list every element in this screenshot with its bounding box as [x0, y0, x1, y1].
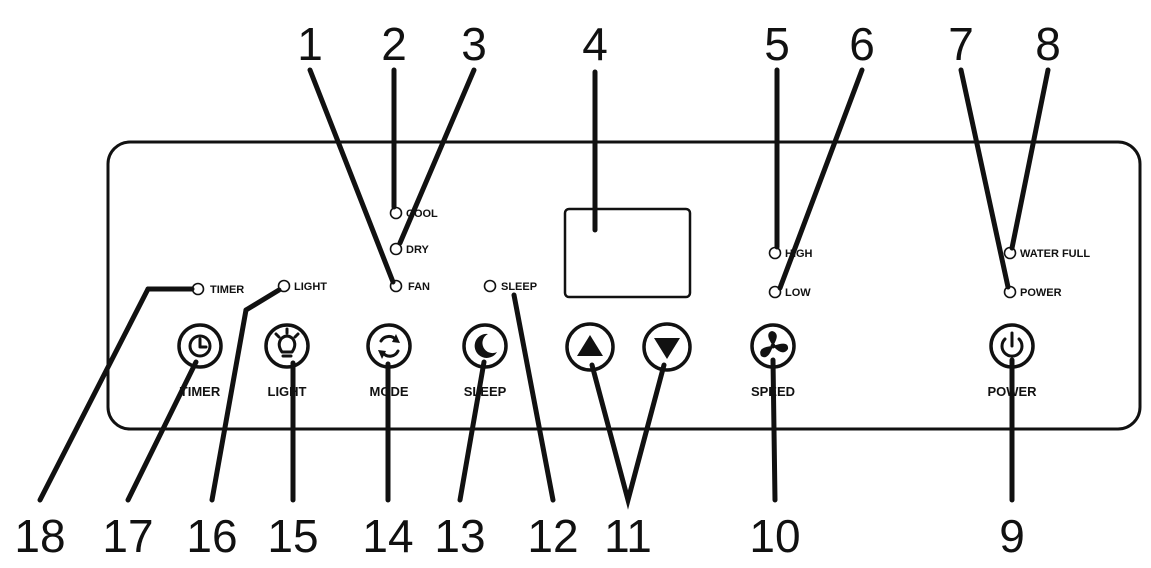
light-button-label: LIGHT — [268, 384, 307, 399]
sleep-led — [483, 279, 497, 293]
callout-17: 17 — [102, 510, 153, 562]
callout-13: 13 — [434, 510, 485, 562]
moon-icon — [474, 333, 497, 358]
sleep-button-label: SLEEP — [464, 384, 507, 399]
cycle-arrows-icon — [378, 334, 400, 359]
callout-1: 1 — [297, 18, 323, 70]
dry-led — [389, 242, 403, 256]
callout-numbers: 1 2 3 4 5 6 7 8 9 10 11 12 13 14 15 16 1… — [14, 18, 1060, 562]
down-button[interactable] — [642, 322, 692, 372]
leader-6 — [777, 67, 865, 291]
leader-lines — [37, 67, 1051, 510]
callout-6: 6 — [849, 18, 875, 70]
sleep-label: SLEEP — [501, 281, 537, 293]
indicator-low: LOW — [768, 285, 811, 299]
power-label: POWER — [1020, 287, 1062, 299]
callout-15: 15 — [267, 510, 318, 562]
down-arrow-icon — [654, 338, 680, 359]
callout-7: 7 — [948, 18, 974, 70]
light-button[interactable]: LIGHT — [264, 323, 310, 399]
callout-11: 11 — [604, 510, 652, 562]
indicator-fan: FAN — [389, 279, 430, 293]
callout-5: 5 — [764, 18, 790, 70]
callout-10: 10 — [749, 510, 800, 562]
leader-18b — [37, 286, 151, 503]
high-led — [768, 246, 782, 260]
leader-16a — [243, 287, 282, 313]
callout-12: 12 — [527, 510, 578, 562]
sleep-button[interactable]: SLEEP — [462, 323, 508, 399]
timer-button-label: TIMER — [180, 384, 221, 399]
leader-12 — [511, 292, 556, 503]
timer-label: TIMER — [210, 284, 244, 296]
callout-3: 3 — [461, 18, 487, 70]
leader-10 — [770, 357, 778, 503]
fan-icon — [760, 331, 789, 358]
indicator-water-full: WATER FULL — [1003, 246, 1090, 260]
callout-2: 2 — [381, 18, 407, 70]
low-led — [768, 285, 782, 299]
dry-label: DRY — [406, 244, 429, 256]
indicator-sleep: SLEEP — [483, 279, 537, 293]
light-led — [277, 279, 291, 293]
callout-18: 18 — [14, 510, 65, 562]
callout-4: 4 — [582, 18, 608, 70]
low-label: LOW — [785, 287, 811, 299]
cool-led — [389, 206, 403, 220]
light-label: LIGHT — [294, 281, 327, 293]
leader-16b — [209, 307, 249, 503]
up-button[interactable] — [565, 322, 615, 372]
timer-button[interactable]: TIMER — [177, 323, 223, 399]
leader-1 — [307, 67, 396, 285]
callout-8: 8 — [1035, 18, 1061, 70]
leader-8 — [1009, 67, 1051, 251]
leader-3 — [397, 67, 477, 246]
indicator-timer: TIMER — [191, 282, 244, 296]
water-full-label: WATER FULL — [1020, 248, 1090, 260]
fan-label: FAN — [408, 281, 430, 293]
indicator-power: POWER — [1003, 285, 1062, 299]
leader-11 — [589, 362, 667, 510]
clock-icon — [188, 334, 212, 358]
speed-button[interactable]: SPEED — [750, 323, 796, 399]
leader-7 — [958, 67, 1011, 290]
display-window — [563, 207, 692, 299]
callout-9: 9 — [999, 510, 1025, 562]
indicator-dry: DRY — [389, 242, 429, 256]
callout-16: 16 — [186, 510, 237, 562]
bulb-icon — [274, 327, 300, 358]
callout-14: 14 — [362, 510, 413, 562]
leader-13 — [457, 359, 487, 503]
power-icon — [1000, 331, 1024, 358]
indicator-light: LIGHT — [277, 279, 327, 293]
leader-17 — [125, 359, 199, 503]
up-arrow-icon — [577, 335, 603, 356]
